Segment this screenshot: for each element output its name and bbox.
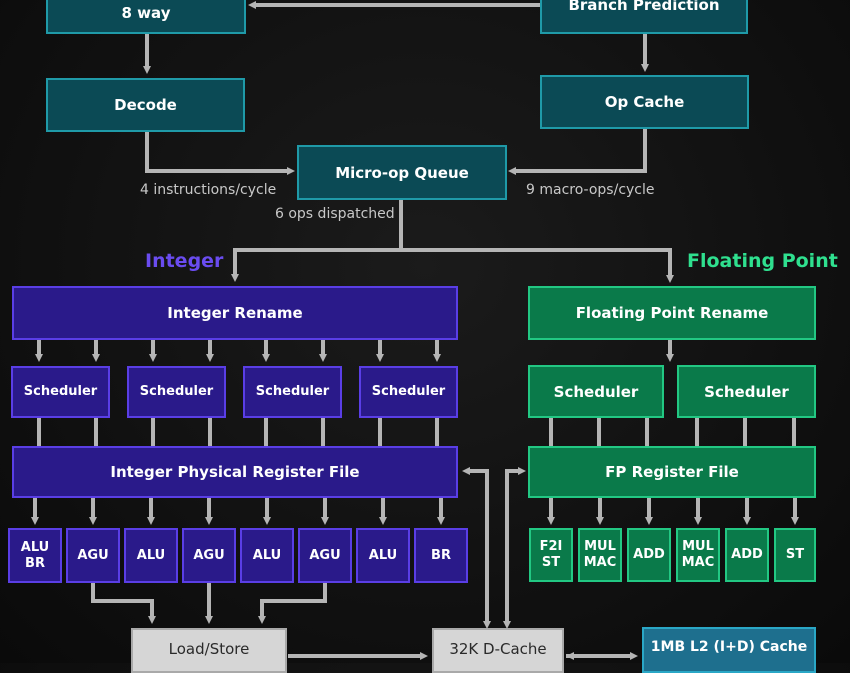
unit-label: AGU: [309, 547, 341, 563]
unit-label: ALU BR: [20, 539, 50, 571]
dcache-label: 32K D-Cache: [449, 640, 547, 658]
unit-label: ADD: [633, 547, 665, 563]
int-unit-alu-br: ALU BR: [8, 528, 62, 583]
unit-label: F2I ST: [539, 539, 563, 570]
scheduler-label: Scheduler: [553, 382, 639, 401]
integer-scheduler-1: Scheduler: [11, 366, 110, 418]
scheduler-label: Scheduler: [255, 384, 330, 400]
integer-scheduler-3: Scheduler: [243, 366, 342, 418]
integer-rename-box: Integer Rename: [12, 286, 458, 340]
load-store-label: Load/Store: [168, 640, 250, 658]
scheduler-label: Scheduler: [371, 384, 446, 400]
fp-rename-label: Floating Point Rename: [575, 304, 769, 322]
fp-unit-add-1: ADD: [627, 528, 671, 582]
unit-label: MUL MAC: [681, 539, 715, 570]
unit-label: AGU: [77, 547, 109, 563]
int-unit-agu-1: AGU: [66, 528, 120, 583]
integer-rename-label: Integer Rename: [167, 304, 303, 322]
int-unit-agu-2: AGU: [182, 528, 236, 583]
unit-label: BR: [431, 547, 451, 563]
int-unit-br: BR: [414, 528, 468, 583]
l2-cache-label: 1MB L2 (I+D) Cache: [650, 639, 808, 655]
unit-label: ADD: [731, 547, 763, 563]
integer-register-file-box: Integer Physical Register File: [12, 446, 458, 498]
int-unit-alu-3: ALU: [356, 528, 410, 583]
branch-prediction-box: Branch Prediction: [540, 0, 748, 34]
int-unit-agu-3: AGU: [298, 528, 352, 583]
unit-label: ALU: [252, 547, 282, 563]
decode-box: Decode: [46, 78, 245, 132]
fp-scheduler-1: Scheduler: [528, 365, 664, 418]
int-unit-alu-2: ALU: [240, 528, 294, 583]
micro-op-queue-box: Micro-op Queue: [297, 145, 507, 200]
op-cache-label: Op Cache: [604, 93, 685, 111]
op-cache-box: Op Cache: [540, 75, 749, 129]
integer-scheduler-4: Scheduler: [359, 366, 458, 418]
unit-label: AGU: [193, 547, 225, 563]
unit-label: ST: [785, 547, 805, 563]
micro-op-queue-label: Micro-op Queue: [335, 163, 469, 182]
dcache-box: 32K D-Cache: [432, 628, 564, 673]
integer-title: Integer: [145, 250, 224, 272]
fp-unit-mul-mac-1: MUL MAC: [578, 528, 622, 582]
floating-point-title: Floating Point: [687, 250, 838, 272]
branch-prediction-label: Branch Prediction: [568, 0, 720, 14]
fp-rename-box: Floating Point Rename: [528, 286, 816, 340]
icache-label: 32K I-Cache 8 way: [96, 0, 196, 22]
integer-scheduler-2: Scheduler: [127, 366, 226, 418]
unit-label: ALU: [368, 547, 398, 563]
unit-label: ALU: [136, 547, 166, 563]
fp-unit-f2i-st: F2I ST: [529, 528, 573, 582]
scheduler-label: Scheduler: [23, 384, 98, 400]
icache-box: 32K I-Cache 8 way: [46, 0, 246, 34]
int-unit-alu-1: ALU: [124, 528, 178, 583]
fp-unit-st: ST: [774, 528, 816, 582]
decode-rate-label: 4 instructions/cycle: [140, 182, 277, 198]
opcache-rate-label: 9 macro-ops/cycle: [526, 182, 655, 198]
fp-unit-add-2: ADD: [725, 528, 769, 582]
scheduler-label: Scheduler: [704, 382, 789, 401]
load-store-box: Load/Store: [131, 628, 287, 673]
unit-label: MUL MAC: [583, 539, 617, 570]
fp-register-file-label: FP Register File: [605, 463, 739, 481]
l2-cache-box: 1MB L2 (I+D) Cache: [642, 627, 816, 673]
dispatch-label: 6 ops dispatched: [275, 206, 395, 222]
fp-unit-mul-mac-2: MUL MAC: [676, 528, 720, 582]
fp-register-file-box: FP Register File: [528, 446, 816, 498]
decode-label: Decode: [114, 96, 177, 114]
scheduler-label: Scheduler: [139, 384, 214, 400]
fp-scheduler-2: Scheduler: [677, 365, 816, 418]
integer-register-file-label: Integer Physical Register File: [110, 463, 360, 481]
